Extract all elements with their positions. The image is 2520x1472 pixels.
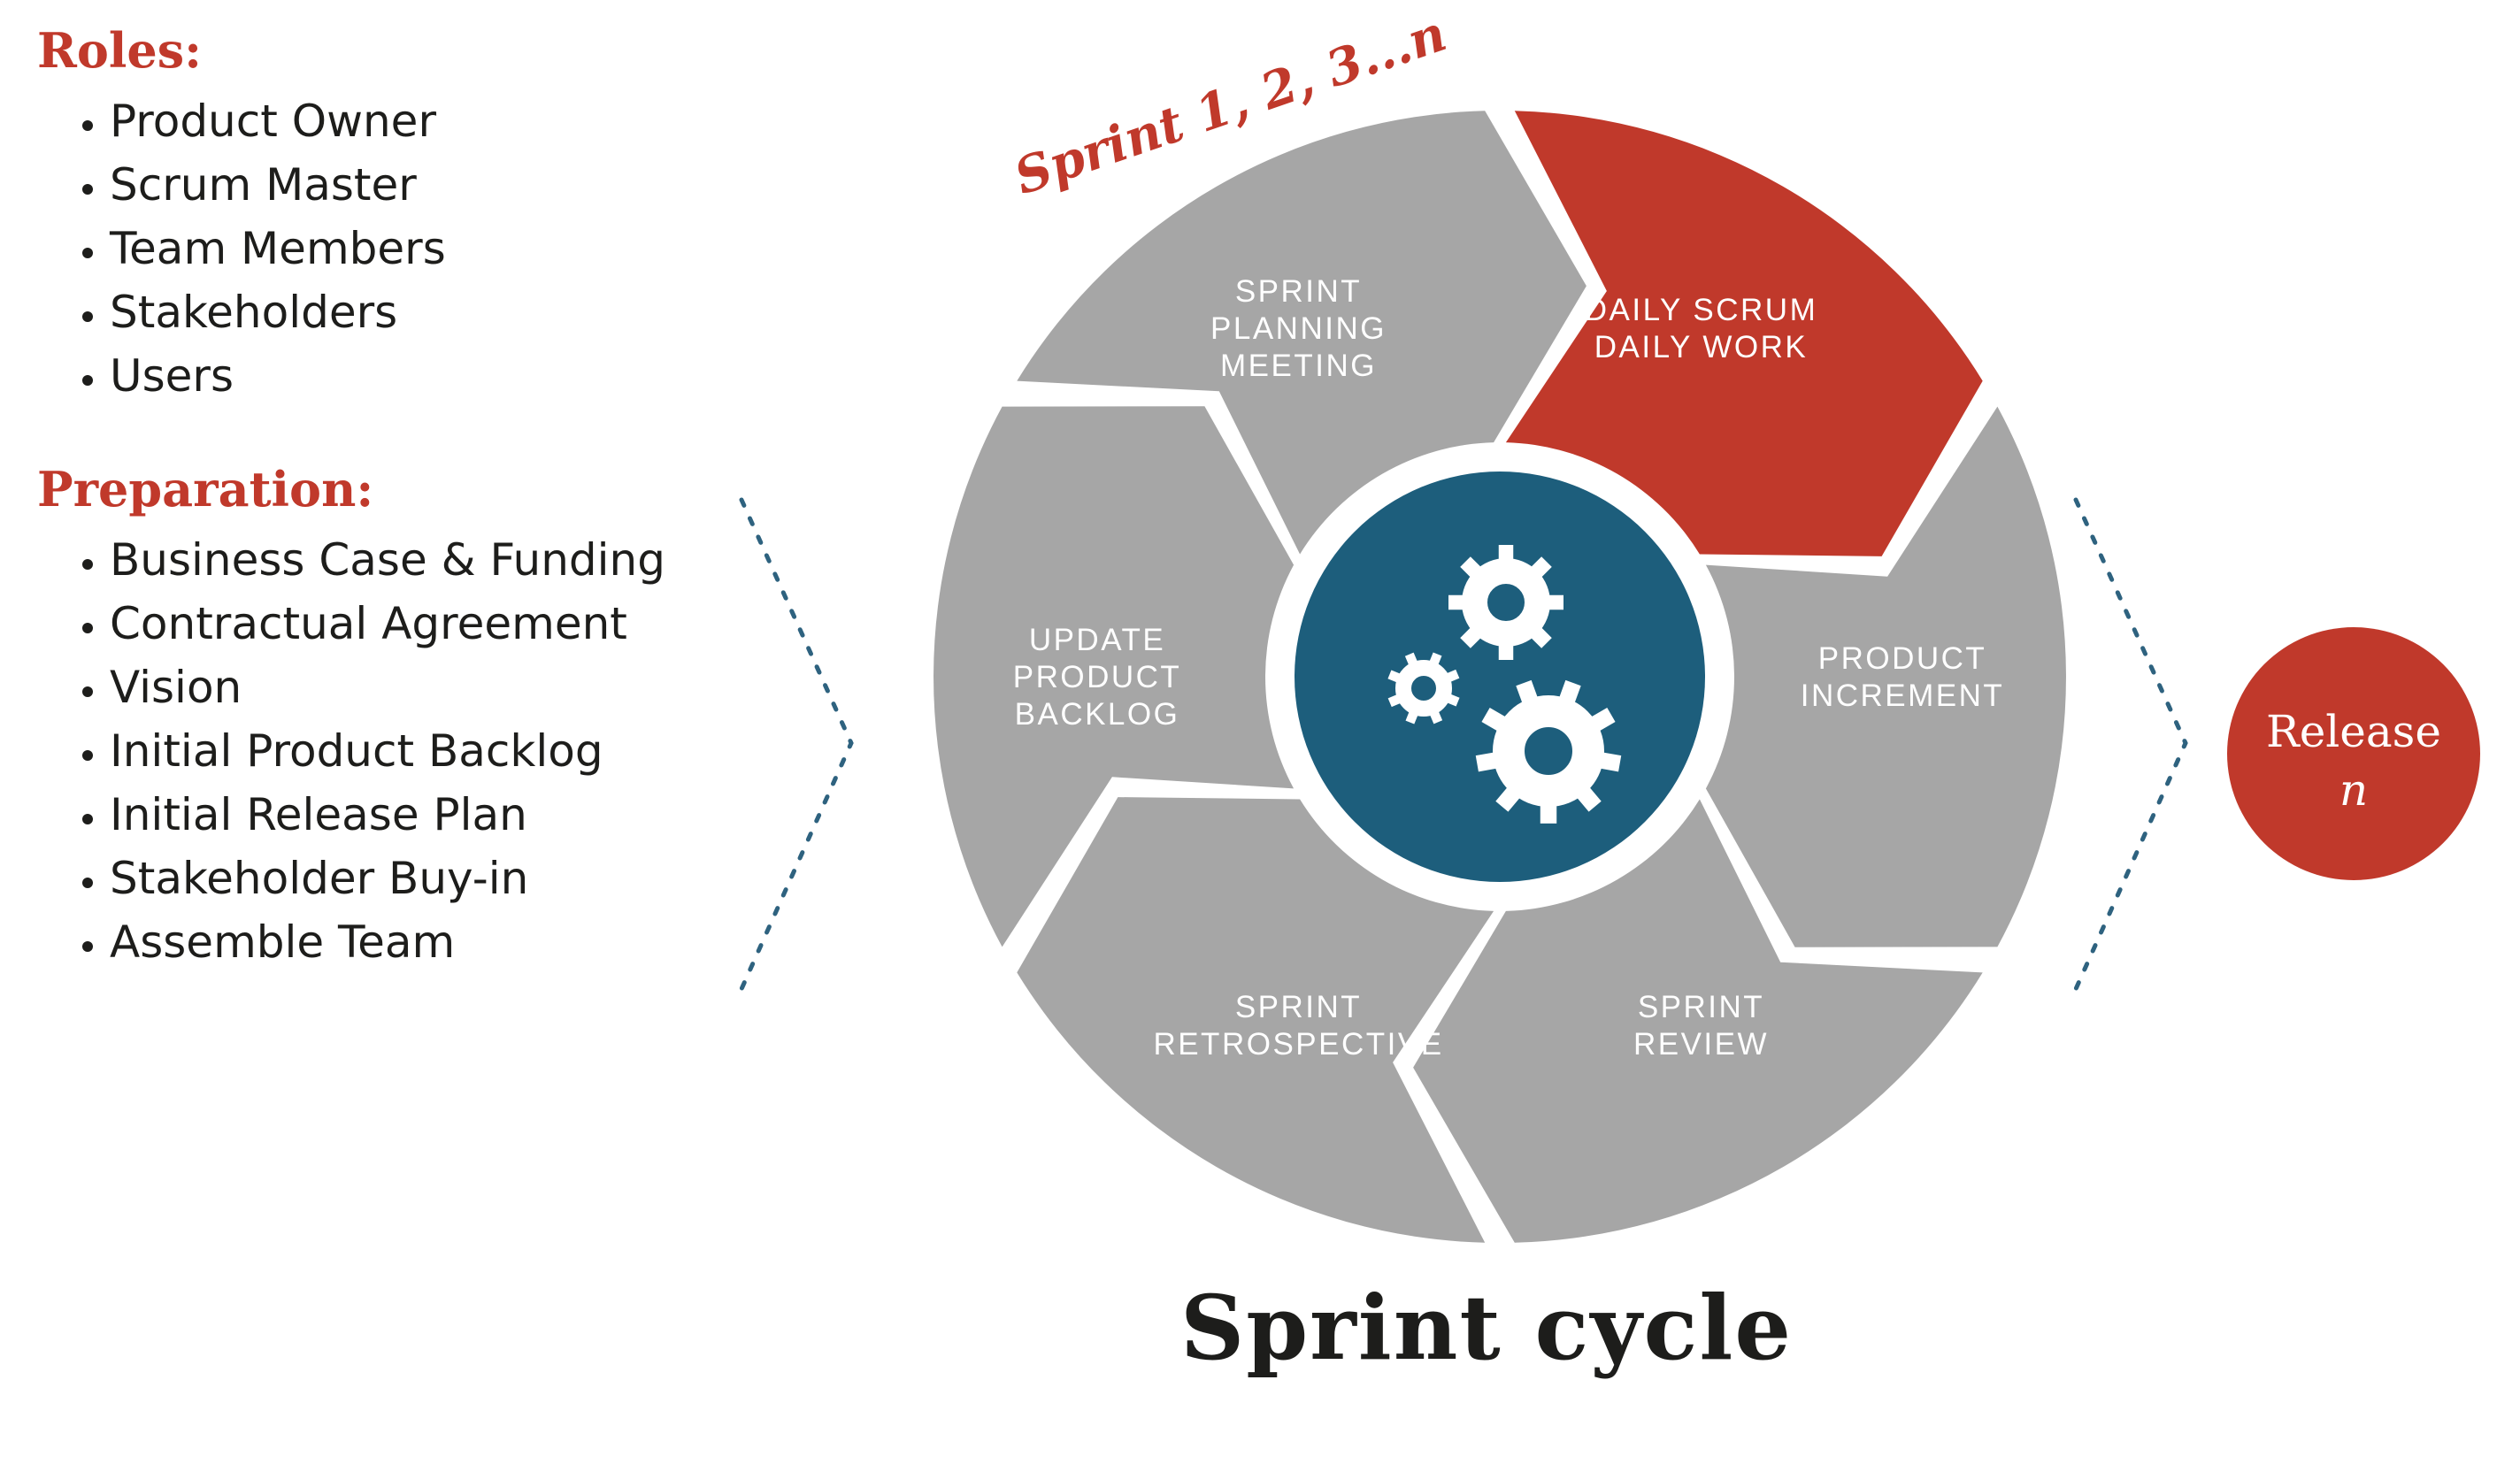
preparation-item: Initial Product Backlog bbox=[110, 720, 904, 782]
preparation-list: Business Case & FundingContractual Agree… bbox=[37, 529, 904, 973]
dashed-chevron-right bbox=[2073, 497, 2188, 992]
preparation-heading: Preparation: bbox=[37, 461, 374, 518]
gears-icon bbox=[1387, 545, 1622, 824]
release-circle bbox=[2227, 627, 2480, 880]
page-title: Sprint cycle bbox=[1179, 1276, 1794, 1380]
preparation-item: Stakeholder Buy-in bbox=[110, 847, 904, 909]
roles-item: Team Members bbox=[110, 218, 904, 280]
preparation-item: Vision bbox=[110, 656, 904, 718]
release-n-label: n bbox=[2339, 764, 2368, 816]
left-panel: Roles: Product OwnerScrum MasterTeam Mem… bbox=[37, 23, 904, 975]
roles-list: Product OwnerScrum MasterTeam MembersSta… bbox=[37, 90, 904, 407]
preparation-item: Assemble Team bbox=[110, 911, 904, 973]
segment-sprint-retrospective bbox=[1017, 797, 1494, 1243]
roles-item: Product Owner bbox=[110, 90, 904, 152]
segment-update-product-backlog bbox=[933, 406, 1295, 947]
roles-item: Scrum Master bbox=[110, 154, 904, 216]
release-label: Release bbox=[2266, 706, 2441, 757]
roles-item: Stakeholders bbox=[110, 281, 904, 343]
segment-sprint-planning-meeting bbox=[1017, 111, 1587, 555]
roles-heading: Roles: bbox=[37, 22, 203, 79]
preparation-item: Initial Release Plan bbox=[110, 784, 904, 846]
center-hub bbox=[1295, 472, 1705, 882]
dashed-chevron-left bbox=[739, 497, 854, 992]
preparation-item: Contractual Agreement bbox=[110, 593, 904, 655]
roles-item: Users bbox=[110, 345, 904, 407]
segment-sprint-review bbox=[1413, 799, 1983, 1243]
release-badge: Release n bbox=[2227, 627, 2480, 880]
segment-product-increment bbox=[1705, 406, 2066, 947]
segment-daily-scrum-daily-work bbox=[1505, 111, 1983, 556]
preparation-item: Business Case & Funding bbox=[110, 529, 904, 591]
